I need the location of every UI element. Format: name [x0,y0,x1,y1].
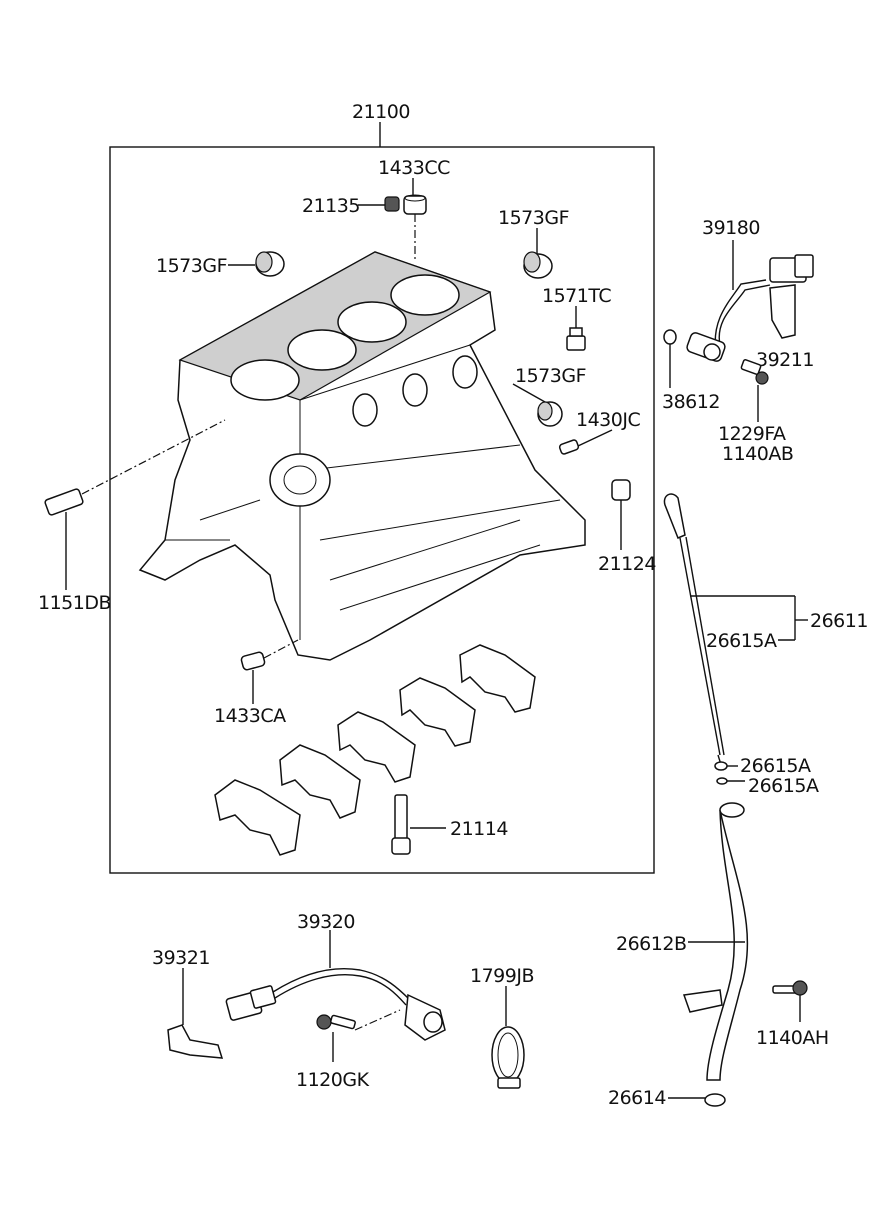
bolt-1140AH [772,980,808,996]
bolt-1120GK [316,1014,356,1030]
label-38612: 38612 [662,391,720,413]
label-1799JB: 1799JB [470,965,534,987]
o-ring-26614 [704,1093,726,1107]
label-1120GK: 1120GK [296,1069,370,1091]
seal-26615A-b [716,777,728,785]
pin-1430JC [558,439,580,455]
label-26615A-middle: 26615A [740,755,811,777]
label-1430JC: 1430JC [576,409,640,431]
label-21124: 21124 [598,553,656,575]
label-1433CA: 1433CA [214,705,286,727]
plug-21135 [384,196,400,212]
dipstick-26615A [663,493,725,769]
cap-1573GF-top-right [523,251,553,279]
cap-1573GF-left [255,251,285,277]
label-1571TC: 1571TC [542,285,611,307]
cylinder-block [138,251,586,661]
label-1573GF-left: 1573GF [156,255,227,277]
pin-1433CA [240,651,266,671]
label-39320: 39320 [297,911,355,933]
label-1573GF-middle: 1573GF [515,365,586,387]
bolt-21114 [391,794,411,855]
label-1151DB: 1151DB [38,592,111,614]
label-1433CC: 1433CC [378,157,450,179]
sensor-39320 [225,968,446,1041]
clamp-1799JB [491,1026,525,1089]
sensor-39180 [686,254,814,362]
label-21135: 21135 [302,195,360,217]
label-1140AB: 1140AB [722,443,793,465]
label-39211: 39211 [756,349,814,371]
label-26615A-lower: 26615A [748,775,819,797]
label-26611: 26611 [810,610,868,632]
stud-1151DB [44,488,84,516]
seal-26615A-a [714,761,728,771]
label-1229FA: 1229FA [718,423,786,445]
label-39321: 39321 [152,947,210,969]
o-ring-38612 [663,329,677,345]
label-39180: 39180 [702,217,760,239]
bolt-1229FA [740,359,769,385]
plug-1571TC [566,327,586,351]
label-26615A-upper: 26615A [706,630,777,652]
label-1573GF-top-right: 1573GF [498,207,569,229]
guide-tube-26612B [682,802,749,1081]
plug-1433CC [403,194,427,215]
pin-21124 [611,479,631,501]
cap-1573GF-middle [537,401,563,427]
bracket-39211 [769,284,796,339]
bearing-caps [214,644,536,856]
block-assembly-frame [109,146,655,874]
label-1140AH: 1140AH [756,1027,829,1049]
label-21100: 21100 [352,101,410,123]
label-26612B: 26612B [616,933,686,955]
label-21114: 21114 [450,818,508,840]
label-26614: 26614 [608,1087,666,1109]
bracket-39321 [167,1024,224,1059]
